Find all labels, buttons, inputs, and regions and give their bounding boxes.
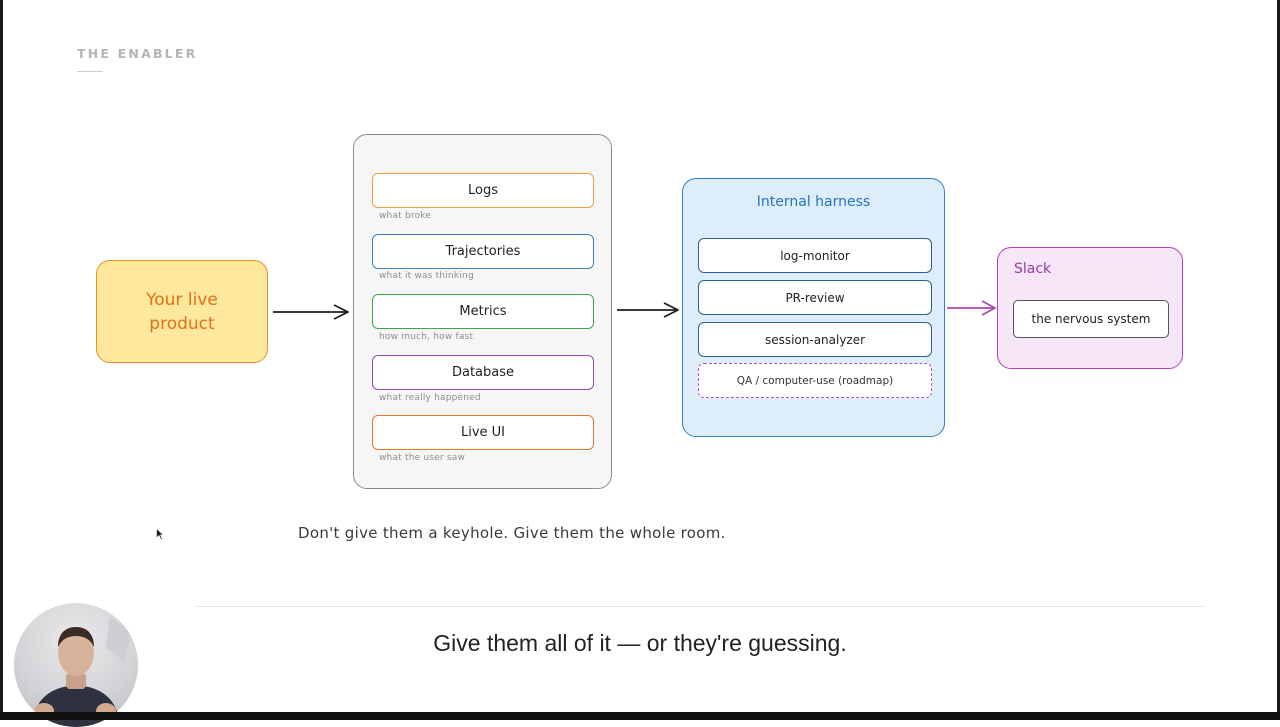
internal-harness-panel: Internal harness log-monitor PR-review s… xyxy=(682,178,945,437)
eyebrow-underline xyxy=(77,71,103,72)
source-live-ui: Live UI xyxy=(372,415,594,450)
harness-pr-review: PR-review xyxy=(698,280,932,315)
harness-session-analyzer: session-analyzer xyxy=(698,322,932,357)
source-trajectories: Trajectories xyxy=(372,234,594,269)
source-note-live-ui: what the user saw xyxy=(379,453,466,463)
slack-nervous-system: the nervous system xyxy=(1013,300,1169,338)
source-note-metrics: how much, how fast xyxy=(379,332,474,342)
slack-title: Slack xyxy=(1014,261,1052,277)
frame-edge-left xyxy=(0,0,3,720)
source-logs: Logs xyxy=(372,173,594,208)
mouse-pointer-icon xyxy=(156,528,164,540)
arrow-product-to-sources xyxy=(273,304,349,320)
caption-divider xyxy=(195,606,1205,607)
source-note-database: what really happened xyxy=(379,393,481,403)
frame-edge-right xyxy=(1277,0,1280,720)
data-sources-panel: Logs what broke Trajectories what it was… xyxy=(353,134,612,489)
source-note-trajectories: what it was thinking xyxy=(379,271,474,281)
arrow-sources-to-harness xyxy=(617,302,679,318)
slide-eyebrow: THE ENABLER xyxy=(77,46,198,61)
source-database: Database xyxy=(372,355,594,390)
frame-edge-bottom xyxy=(0,712,1280,720)
slack-panel: Slack the nervous system xyxy=(997,247,1183,369)
harness-title: Internal harness xyxy=(756,194,871,210)
arrow-harness-to-slack xyxy=(947,300,996,316)
slide-tagline: Don't give them a keyhole. Give them the… xyxy=(298,524,726,542)
presenter-silhouette xyxy=(32,617,132,727)
source-note-logs: what broke xyxy=(379,211,432,221)
harness-log-monitor: log-monitor xyxy=(698,238,932,273)
product-label: Your live product xyxy=(146,289,218,334)
harness-roadmap-item: QA / computer-use (roadmap) xyxy=(698,363,932,398)
source-metrics: Metrics xyxy=(372,294,594,329)
video-caption: Give them all of it — or they're guessin… xyxy=(433,630,847,656)
product-box: Your live product xyxy=(96,260,268,363)
presenter-avatar xyxy=(14,603,138,727)
